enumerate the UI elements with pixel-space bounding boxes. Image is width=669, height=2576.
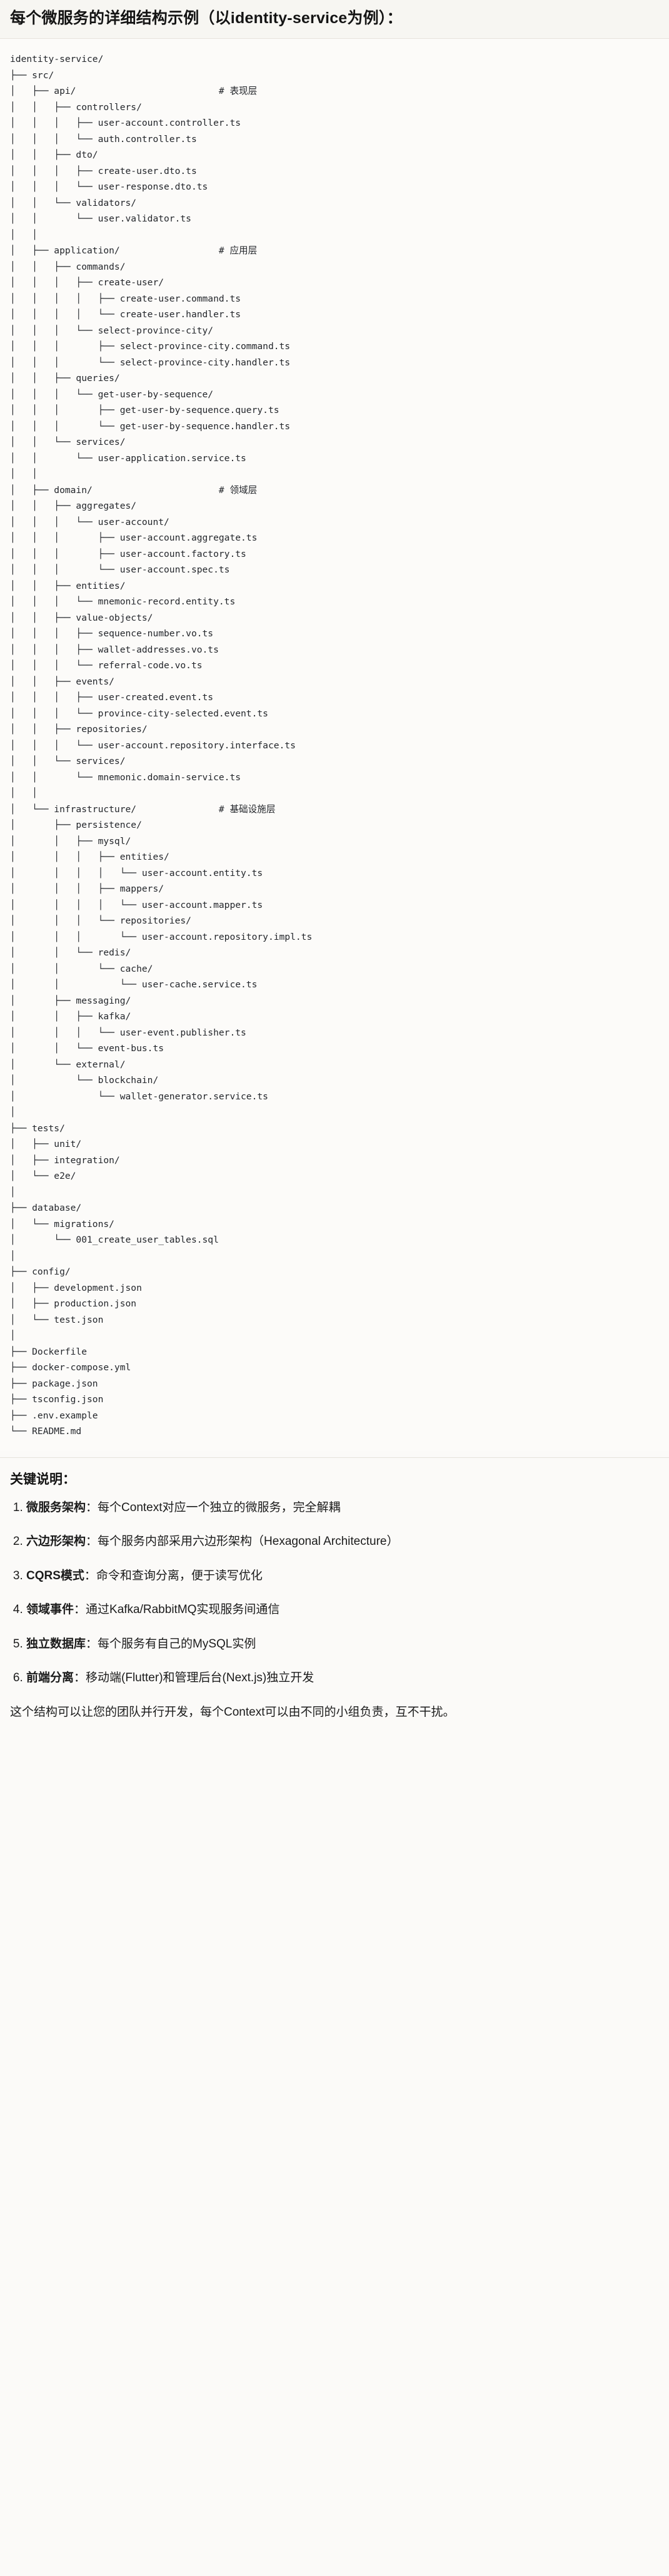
note-separator: ： <box>86 1535 98 1549</box>
note-description: 移动端(Flutter)和管理后台(Next.js)独立开发 <box>86 1671 314 1685</box>
note-separator: ： <box>84 1569 96 1582</box>
list-item: 六边形架构：每个服务内部采用六边形架构（Hexagonal Architectu… <box>26 1533 659 1551</box>
list-item: 微服务架构：每个Context对应一个独立的微服务，完全解耦 <box>26 1499 659 1517</box>
document-page: 每个微服务的详细结构示例（以identity-service为例）： ident… <box>0 0 669 1730</box>
directory-tree-block: identity-service/ ├── src/ │ ├── api/ # … <box>0 39 669 1451</box>
note-description: 每个服务内部采用六边形架构（Hexagonal Architecture） <box>98 1535 399 1549</box>
list-item: 前端分离：移动端(Flutter)和管理后台(Next.js)独立开发 <box>26 1669 659 1688</box>
page-title: 每个微服务的详细结构示例（以identity-service为例）： <box>10 9 403 27</box>
note-separator: ： <box>86 1500 98 1514</box>
section-divider <box>0 1457 669 1458</box>
note-separator: ： <box>74 1603 86 1617</box>
directory-tree: identity-service/ ├── src/ │ ├── api/ # … <box>10 54 313 1437</box>
key-notes-title: 关键说明： <box>10 1472 76 1487</box>
title-band: 每个微服务的详细结构示例（以identity-service为例）： <box>0 0 669 39</box>
note-separator: ： <box>86 1637 98 1651</box>
note-term: 独立数据库 <box>26 1637 86 1651</box>
closing-paragraph: 这个结构可以让您的团队并行开发，每个Context可以由不同的小组负责，互不干扰… <box>10 1705 455 1719</box>
note-term: CQRS模式 <box>26 1569 84 1582</box>
key-notes-section: 关键说明： 微服务架构：每个Context对应一个独立的微服务，完全解耦 六边形… <box>0 1458 669 1731</box>
note-description: 每个Context对应一个独立的微服务，完全解耦 <box>98 1500 341 1514</box>
note-term: 前端分离 <box>26 1671 74 1685</box>
note-term: 领域事件 <box>26 1603 74 1617</box>
note-term: 微服务架构 <box>26 1500 86 1514</box>
note-term: 六边形架构 <box>26 1535 86 1549</box>
note-description: 每个服务有自己的MySQL实例 <box>98 1637 256 1651</box>
key-notes-list: 微服务架构：每个Context对应一个独立的微服务，完全解耦 六边形架构：每个服… <box>10 1499 659 1688</box>
note-separator: ： <box>74 1671 86 1685</box>
list-item: 领域事件：通过Kafka/RabbitMQ实现服务间通信 <box>26 1601 659 1619</box>
note-description: 命令和查询分离，便于读写优化 <box>96 1569 263 1582</box>
list-item: 独立数据库：每个服务有自己的MySQL实例 <box>26 1636 659 1654</box>
list-item: CQRS模式：命令和查询分离，便于读写优化 <box>26 1567 659 1586</box>
note-description: 通过Kafka/RabbitMQ实现服务间通信 <box>86 1603 280 1617</box>
